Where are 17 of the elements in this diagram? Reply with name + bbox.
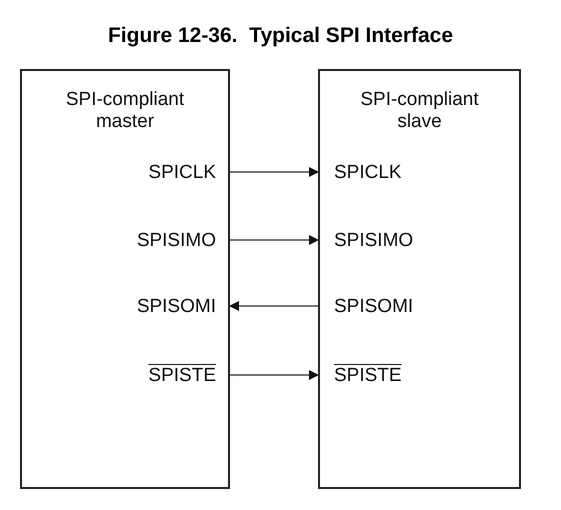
device-box: [20, 69, 230, 489]
device-box: [318, 69, 521, 489]
signal-arrow: [230, 370, 319, 380]
device-label: SPI-compliant slave: [359, 89, 480, 133]
figure-title: Figure 12-36. Typical SPI Interface: [106, 24, 454, 48]
pin-label: SPISTE: [334, 365, 402, 387]
signal-arrow: [230, 235, 319, 245]
pin-label: SPISOMI: [334, 296, 414, 318]
signal-arrow: [230, 167, 319, 177]
signal-arrow: [229, 301, 318, 311]
pin-label: SPICLK: [148, 162, 216, 184]
device-label: SPI-compliant master: [64, 89, 186, 133]
pin-label: SPISIMO: [136, 230, 216, 252]
pin-label: SPISTE: [148, 365, 216, 387]
pin-label: SPICLK: [334, 162, 402, 184]
pin-label: SPISIMO: [334, 230, 414, 252]
pin-label: SPISOMI: [136, 296, 216, 318]
